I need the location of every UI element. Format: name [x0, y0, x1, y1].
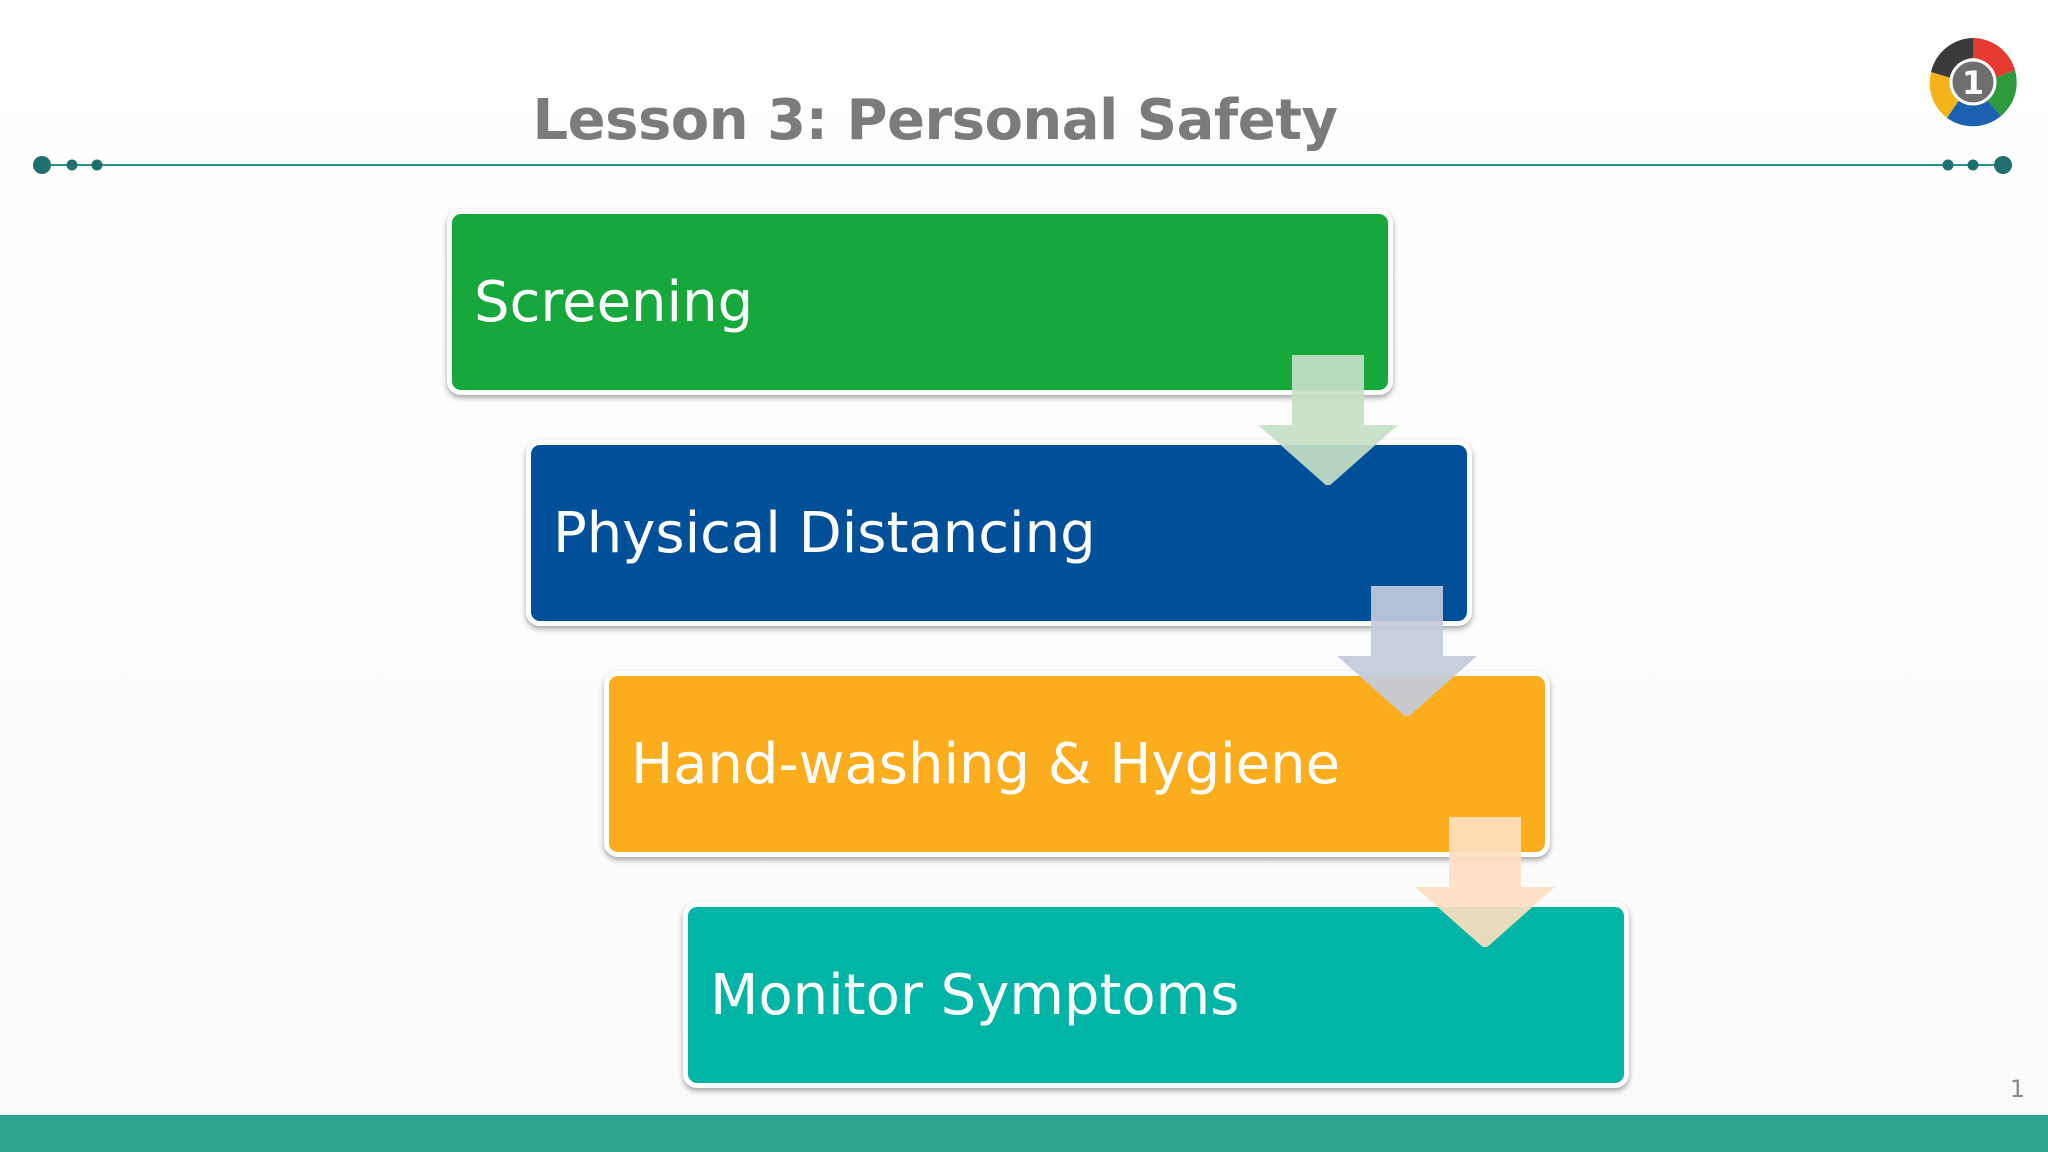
header-rule — [33, 156, 2012, 174]
step-physical-distancing: Physical Distancing — [526, 440, 1472, 626]
slide-title: Lesson 3: Personal Safety — [532, 88, 1338, 153]
step-monitor-symptoms: Monitor Symptoms — [683, 902, 1629, 1088]
step-label-physical-distancing: Physical Distancing — [553, 500, 1096, 566]
down-arrow-icon — [1415, 817, 1555, 947]
page-number: 1 — [2009, 1075, 2025, 1103]
down-arrow-icon — [1337, 586, 1477, 716]
team-circle-logo-icon: 1 — [1927, 36, 2019, 128]
step-screening: Screening — [447, 209, 1393, 395]
down-arrow-icon — [1258, 355, 1398, 485]
logo-badge-number: 1 — [1962, 64, 1984, 102]
step-label-screening: Screening — [474, 269, 754, 335]
step-label-monitor-symptoms: Monitor Symptoms — [710, 962, 1240, 1028]
footer-accent-bar — [0, 1115, 2048, 1152]
step-label-hand-washing-hygiene: Hand-washing & Hygiene — [631, 731, 1341, 797]
